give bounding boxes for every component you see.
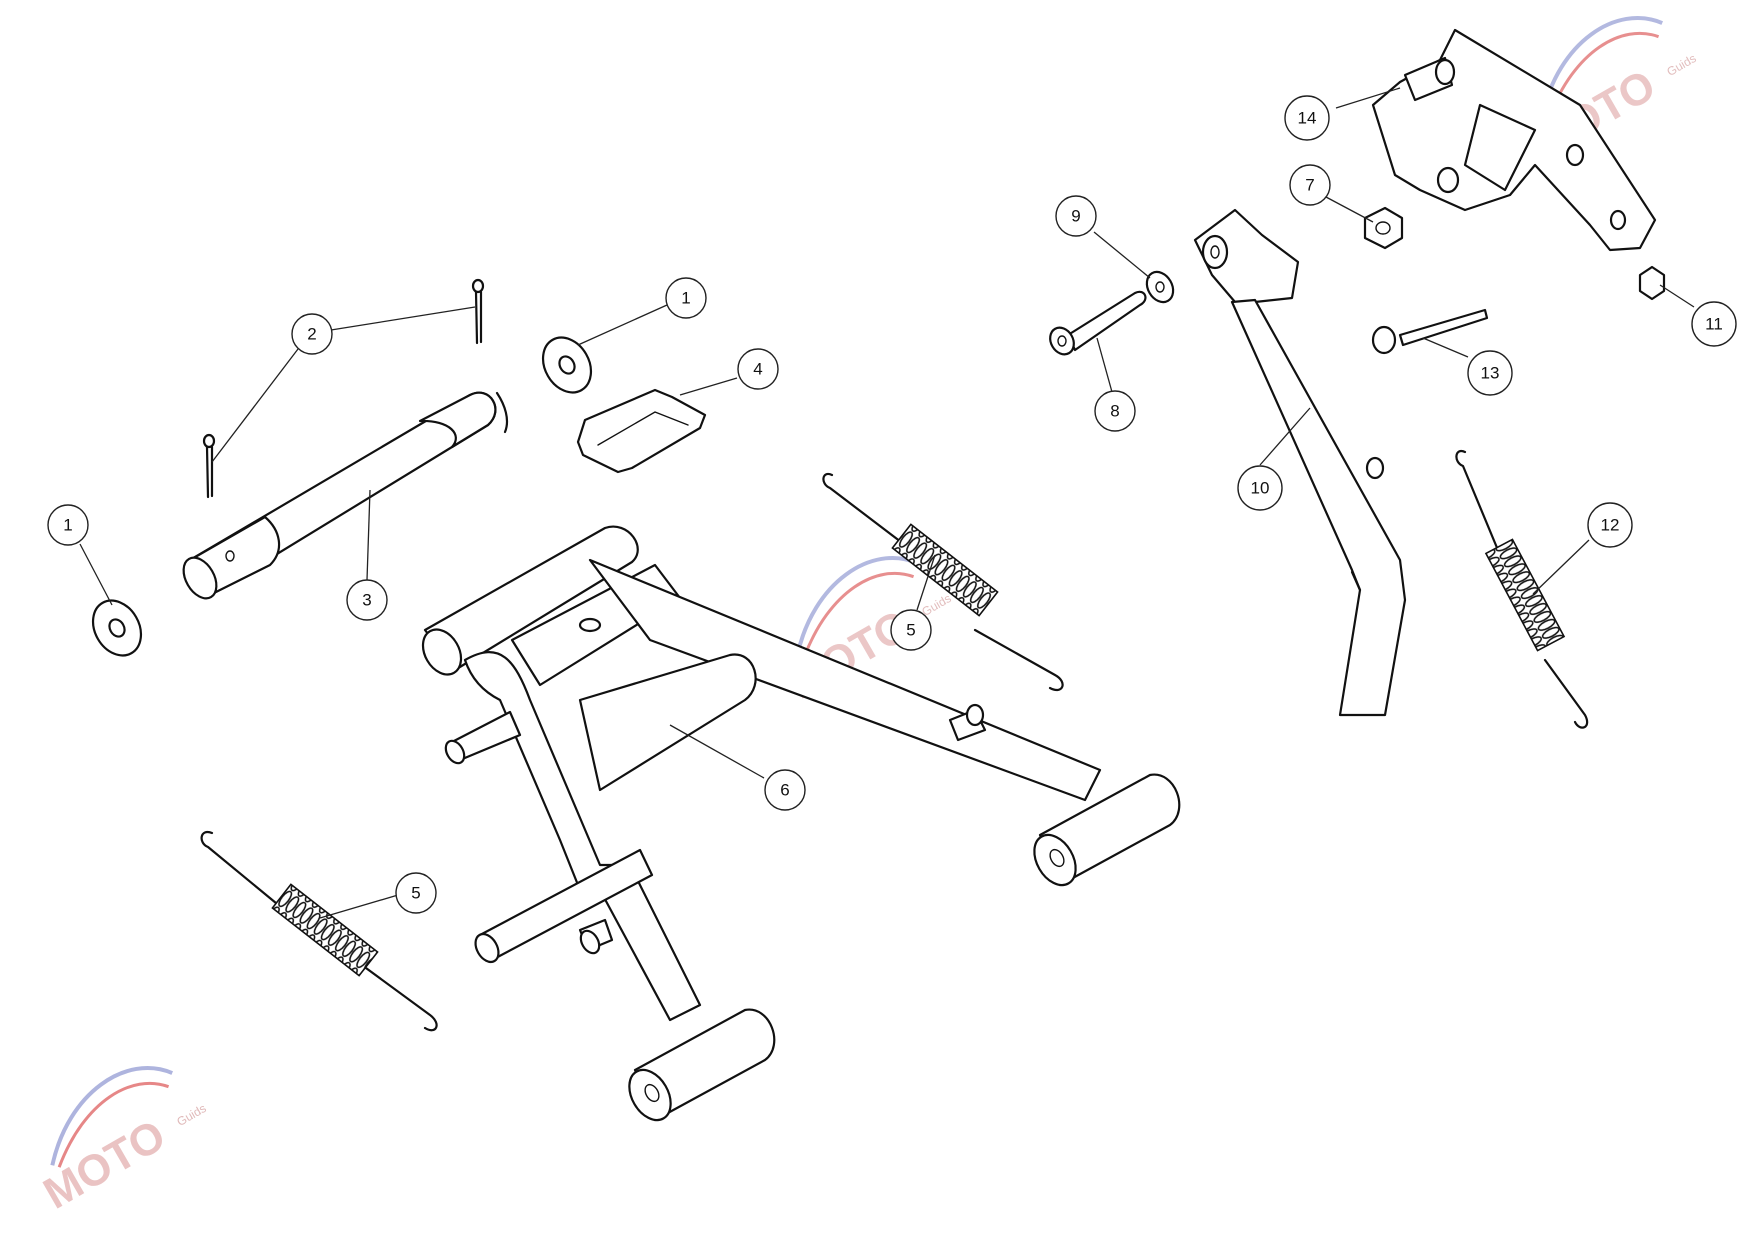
callout-circle [346,579,388,621]
callout-label: 10 [1251,479,1270,498]
cotter-pin-top [471,278,485,345]
callout-label: 14 [1298,109,1317,128]
watermark-tagline-text: Guids [174,1101,208,1129]
callout-label: 2 [307,325,316,344]
callout-circle [1467,350,1513,396]
hex-bolt [1049,290,1147,356]
callout-label: 5 [411,884,420,903]
watermark-brand-text: MOTO [36,1111,174,1219]
callout-9: 9 [1055,195,1097,237]
side-stand-leg [1193,208,1407,717]
flange-nut [1363,206,1404,250]
nut-small [1638,265,1666,301]
callout-3: 3 [346,579,388,621]
callout-circle [737,348,779,390]
callout-circle [1289,164,1331,206]
callout-circle [1691,301,1737,347]
washer-small [1145,270,1175,304]
callout-7: 7 [1289,164,1331,206]
callout-label: 1 [681,289,690,308]
pivot-shaft [182,391,509,600]
callout-10: 10 [1237,465,1283,511]
callout-circle [291,313,333,355]
callout-label: 4 [753,360,762,379]
leader-lines [79,87,1695,919]
callout-label: 3 [362,591,371,610]
main-stand-frame [421,525,1181,1122]
watermark-logo-bottom-left: MOTO Guids [36,1066,209,1219]
callout-5-center: 5 [890,609,932,651]
callout-circle [1237,465,1283,511]
cotter-pin-left [202,433,216,499]
rubber-pad [576,388,707,474]
callout-label: 7 [1305,176,1314,195]
spring-center [822,472,1064,692]
callout-circle [1284,95,1330,141]
callout-1-top: 1 [665,277,707,319]
callout-label: 5 [906,621,915,640]
callout-label: 13 [1481,364,1500,383]
callout-circle [665,277,707,319]
callout-8: 8 [1094,390,1136,432]
callout-6: 6 [764,769,806,811]
callout-label: 12 [1601,516,1620,535]
spring-lower-left [200,830,438,1032]
watermark-tagline-text: Guids [1664,51,1698,79]
callout-1-left: 1 [47,504,89,546]
callout-label: 8 [1110,402,1119,421]
callout-12: 12 [1587,502,1633,548]
callout-14: 14 [1284,95,1330,141]
callout-label: 9 [1071,207,1080,226]
callout-11: 11 [1691,301,1737,347]
washer-top [541,336,593,394]
callout-13: 13 [1467,350,1513,396]
callout-5-lower-left: 5 [395,872,437,914]
callout-label: 1 [63,516,72,535]
callout-circle [764,769,806,811]
callout-circle [395,872,437,914]
mounting-bracket [1371,28,1657,252]
long-bolt [1371,308,1489,355]
callout-2: 2 [291,313,333,355]
callout-label: 6 [780,781,789,800]
callout-circle [1587,502,1633,548]
callout-circle [47,504,89,546]
callout-label: 11 [1705,315,1723,334]
callout-circle [1094,390,1136,432]
callout-circle [890,609,932,651]
callout-4: 4 [737,348,779,390]
spring-right [1455,449,1589,729]
washer-left [91,599,143,657]
callout-circle [1055,195,1097,237]
